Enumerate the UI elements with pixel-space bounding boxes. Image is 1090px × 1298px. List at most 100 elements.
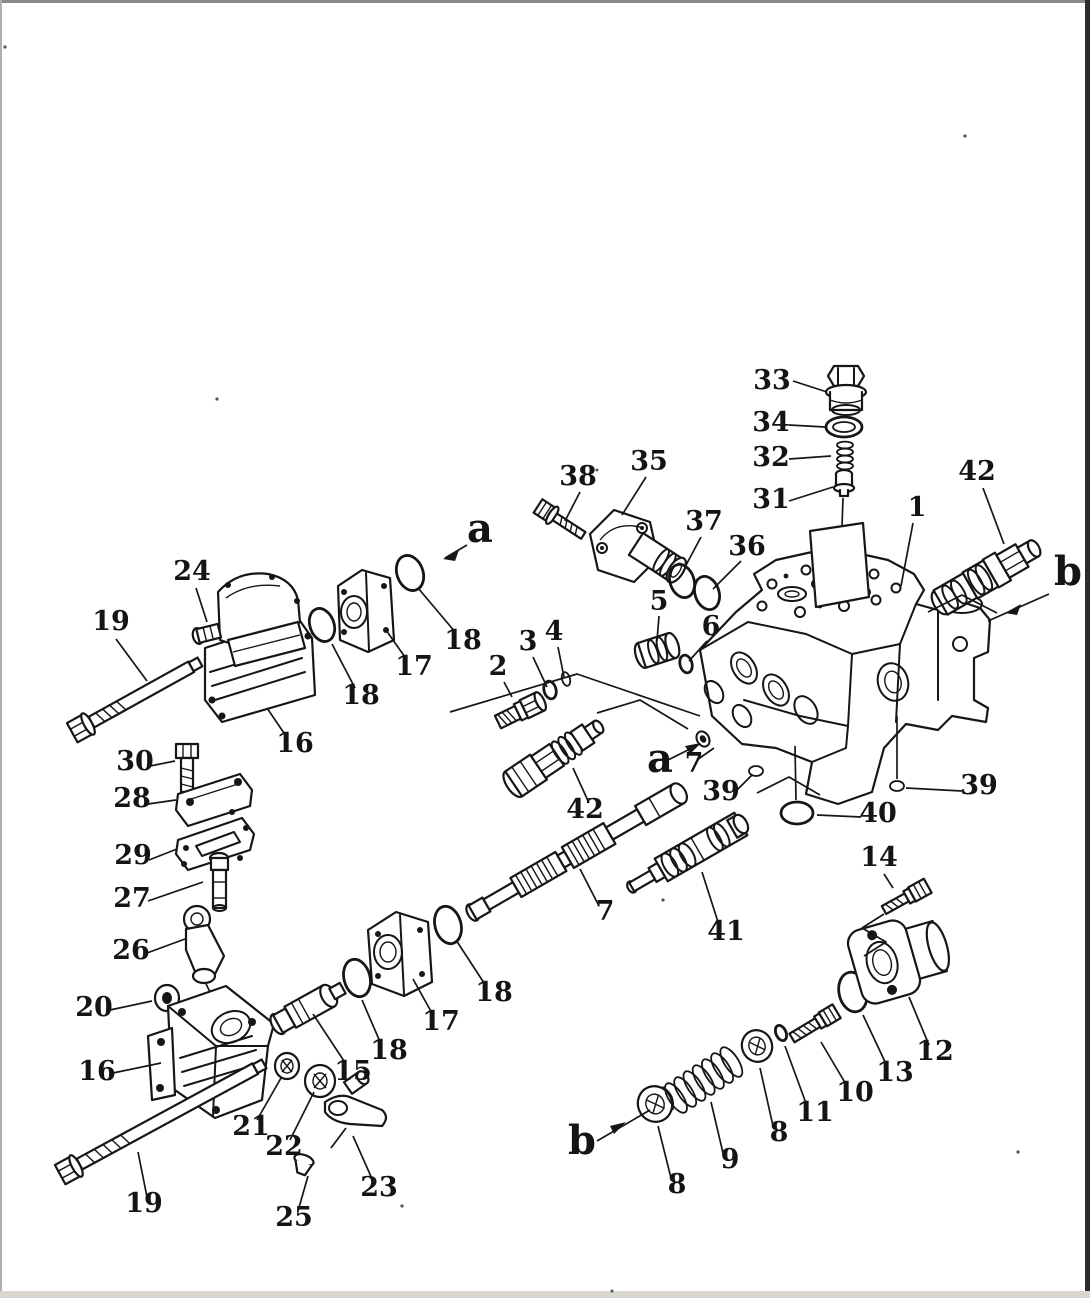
plate-28 (174, 772, 254, 828)
leader-lines (109, 380, 1005, 1212)
callout-33: 33 (753, 365, 791, 396)
callout-30: 30 (116, 746, 154, 777)
assembly-axis-bracket-top-right (927, 594, 998, 614)
assembly-axis-bracket-40 (756, 776, 821, 796)
plug-33 (824, 364, 868, 416)
fitting-35 (588, 508, 687, 584)
callout-13: 13 (876, 1057, 914, 1088)
bolt-19-top (65, 656, 204, 744)
callout-a-top: a (467, 505, 493, 552)
cover-12 (846, 919, 950, 1005)
bolt-30 (174, 742, 200, 794)
bolt-19-bottom (53, 1058, 268, 1186)
callout-15: 15 (334, 1056, 372, 1087)
bolt-10 (788, 1003, 842, 1044)
callout-11: 11 (796, 1097, 834, 1128)
callout-7-at-body: 7 (685, 748, 704, 779)
callout-20: 20 (75, 992, 113, 1023)
o-ring-40 (779, 800, 815, 826)
callout-labels: 33 34 32 31 42 b 1 38 35 37 36 a 18 17 1… (75, 365, 1082, 1233)
o-ring-34 (824, 415, 864, 439)
o-ring-18-bottom-right (433, 904, 463, 946)
callout-39-left: 39 (702, 776, 740, 807)
gasket-29 (174, 816, 256, 872)
callout-3: 3 (519, 626, 538, 657)
scan-specks (3, 45, 1020, 1293)
lever-23 (323, 1070, 388, 1128)
callout-8-upper: 8 (770, 1117, 789, 1148)
callout-18-top-right: 18 (444, 625, 482, 656)
back-up-ring-39-right (889, 780, 905, 792)
valve-41 (626, 811, 750, 894)
spool-7 (465, 782, 688, 922)
o-ring-3 (542, 679, 558, 701)
axis-line-40 (794, 745, 797, 801)
assembly-axis-bracket-42m (596, 699, 689, 730)
callout-b-bottom: b (568, 1117, 596, 1164)
callout-27: 27 (113, 883, 151, 914)
assembly-axis-line-a (449, 673, 701, 717)
callout-22: 22 (265, 1131, 303, 1162)
callout-19-top: 19 (92, 606, 130, 637)
callout-7-spool: 7 (596, 896, 615, 927)
section-arrow-b-bottom (596, 1109, 651, 1142)
body-ports (703, 651, 819, 729)
callout-31: 31 (752, 484, 790, 515)
pin-27 (208, 851, 230, 912)
section-arrow-a-bottom (667, 743, 701, 761)
callout-16-bottom: 16 (78, 1056, 116, 1087)
callout-29: 29 (114, 840, 152, 871)
callout-6: 6 (702, 611, 721, 642)
plug-2 (493, 691, 548, 730)
callout-28: 28 (113, 783, 151, 814)
callout-18-bottom-left: 18 (370, 1035, 408, 1066)
o-ring-18-bottom-left (342, 957, 372, 999)
spring-seat-8-upper (740, 1029, 774, 1063)
spring-32 (836, 440, 854, 471)
callout-25: 25 (275, 1202, 313, 1233)
o-ring-36 (693, 575, 721, 611)
partition-plate (808, 521, 871, 609)
callout-12: 12 (916, 1036, 954, 1067)
callout-35: 35 (630, 446, 668, 477)
callout-2: 2 (489, 651, 508, 682)
callout-b-top: b (1054, 548, 1082, 595)
callout-a-bottom: a (647, 735, 673, 782)
cartridge-valve-42-top (930, 539, 1042, 616)
fitting-24 (191, 622, 223, 645)
callout-34: 34 (752, 407, 790, 438)
callout-1: 1 (908, 492, 927, 523)
valve-body-16-bottom (146, 984, 276, 1120)
relief-valve-axis-line (841, 497, 844, 528)
bushing-5 (633, 631, 681, 669)
cartridge-valve-42-middle (502, 719, 605, 799)
rocker-arm-26 (182, 904, 226, 985)
section-arrow-a-top (443, 544, 468, 561)
callout-38: 38 (559, 461, 597, 492)
washer-11 (773, 1024, 789, 1042)
callout-14: 14 (860, 842, 898, 873)
callout-19-bottom: 19 (125, 1188, 163, 1219)
poppet-31 (832, 468, 856, 498)
flange-17-top (336, 568, 396, 654)
callout-42-middle: 42 (566, 794, 604, 825)
callout-39-right: 39 (960, 770, 998, 801)
lever-to-plug-line (330, 1127, 347, 1149)
callout-41: 41 (707, 916, 745, 947)
callout-4: 4 (545, 616, 564, 647)
callout-17-bottom: 17 (422, 1006, 460, 1037)
callout-5: 5 (650, 586, 669, 617)
bolt-38 (532, 498, 587, 540)
callout-8-lower: 8 (668, 1169, 687, 1200)
spring-9 (664, 1046, 744, 1114)
o-ring-37 (668, 563, 696, 599)
callout-18-top-left: 18 (342, 680, 380, 711)
callout-21: 21 (232, 1111, 270, 1142)
callout-26: 26 (112, 935, 150, 966)
washer-22 (303, 1063, 337, 1099)
callout-18-bottom-right: 18 (475, 977, 513, 1008)
bolt-14 (880, 877, 933, 916)
callout-37: 37 (685, 506, 723, 537)
